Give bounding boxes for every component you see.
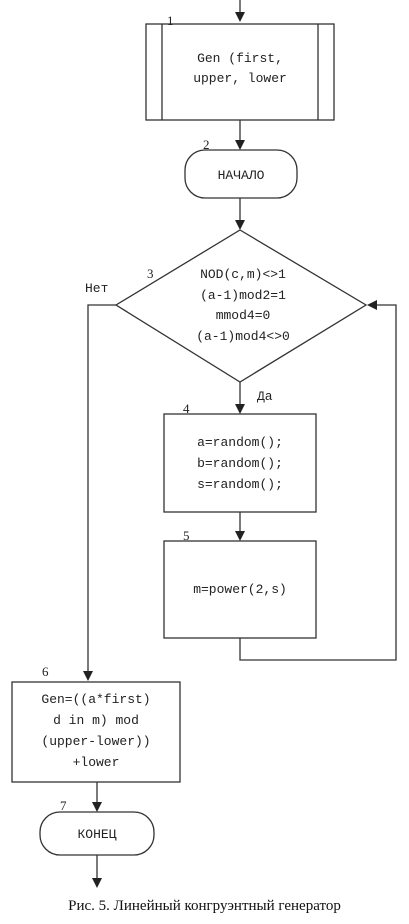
block-7-end: 7 КОНЕЦ <box>39 798 155 856</box>
figure-caption: Рис. 5. Линейный конгруэнтный генератор <box>68 898 341 914</box>
block-7-number: 7 <box>60 798 67 813</box>
block-1-line-1: Gen (first, <box>197 51 283 66</box>
block-6-line-1: Gen=((a*first) <box>41 692 150 707</box>
arrowheads <box>83 12 377 888</box>
block-3-line-4: (a-1)mod4<>0 <box>196 329 290 344</box>
block-2-number: 2 <box>203 137 210 152</box>
block-6-line-3: (upper-lower)) <box>41 734 150 749</box>
block-3-number: 3 <box>147 266 154 281</box>
block-5-line-1: m=power(2,s) <box>193 582 287 597</box>
block-7-frame <box>39 811 155 856</box>
arrow-into-7 <box>92 802 102 812</box>
block-4-process: 4 a=random(); b=random(); s=random(); <box>163 401 317 513</box>
block-4-number: 4 <box>183 401 190 416</box>
branch-yes-label: Да <box>257 389 273 404</box>
block-4-line-3: s=random(); <box>197 477 283 492</box>
block-5-process: 5 m=power(2,s) <box>163 528 317 639</box>
block-3-line-1: NOD(c,m)<>1 <box>200 267 286 282</box>
block-2-frame <box>184 149 298 199</box>
block-1-frame <box>145 23 335 121</box>
block-4-line-1: a=random(); <box>197 435 283 450</box>
block-3-frame <box>114 229 368 383</box>
block-3-decision: 3 NOD(c,m)<>1 (a-1)mod2=1 mmod4=0 (a-1)m… <box>85 229 368 404</box>
block-5-frame <box>163 540 317 639</box>
block-7-label: КОНЕЦ <box>77 827 116 842</box>
block-6-line-4: +lower <box>73 755 120 770</box>
block-1-line-2: upper, lower <box>193 71 287 86</box>
arrow-into-6 <box>83 671 93 681</box>
block-6-number: 6 <box>42 664 49 679</box>
block-3-line-3: mmod4=0 <box>216 308 271 323</box>
arrow-into-1 <box>235 12 245 22</box>
block-4-frame <box>163 413 317 513</box>
block-2-label: НАЧАЛО <box>218 168 265 183</box>
block-3-line-2: (a-1)mod2=1 <box>200 288 286 303</box>
arrow-into-4 <box>235 404 245 414</box>
block-6-frame <box>11 681 181 783</box>
block-6-process: 6 Gen=((a*first) d in m) mod (upper-lowe… <box>11 664 181 783</box>
block-1-subroutine: 1 Gen (first, upper, lower <box>145 13 335 121</box>
arrow-into-2 <box>235 140 245 150</box>
loop-back-line <box>239 304 397 661</box>
branch-no-label: Нет <box>85 281 108 296</box>
arrow-loop-into-3 <box>367 300 377 310</box>
block-6-line-2: d in m) mod <box>53 713 139 728</box>
no-branch-line <box>87 304 118 672</box>
block-2-start: 2 НАЧАЛО <box>184 137 298 199</box>
arrow-into-3 <box>235 220 245 230</box>
arrow-exit <box>92 878 102 888</box>
connectors <box>87 0 397 882</box>
block-4-line-2: b=random(); <box>197 456 283 471</box>
arrow-into-5 <box>235 531 245 541</box>
block-1-number: 1 <box>167 13 174 28</box>
block-5-number: 5 <box>183 528 190 543</box>
